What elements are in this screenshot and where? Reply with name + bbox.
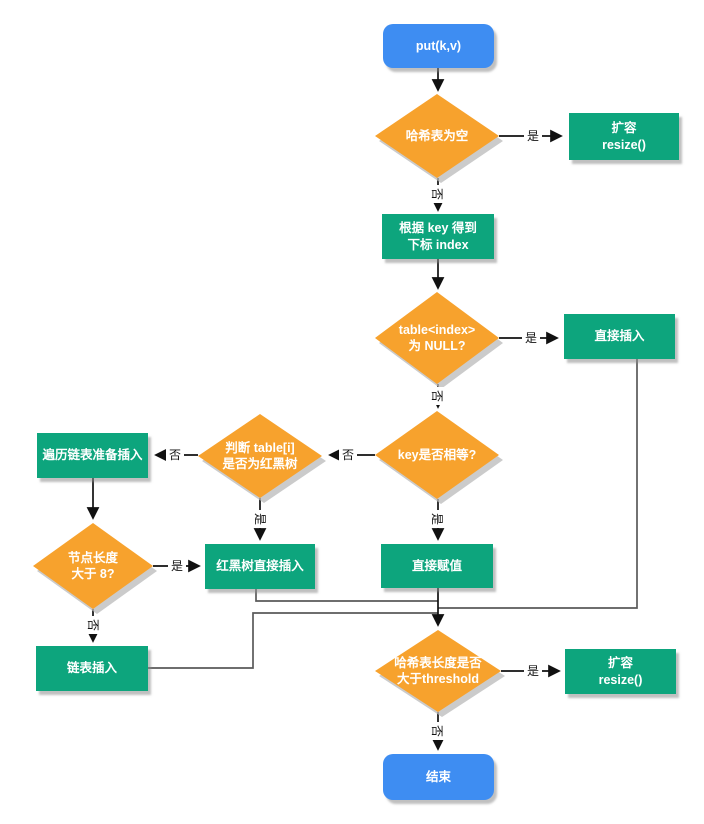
process-get-index-label: 根据 key 得到 下标 index bbox=[399, 221, 477, 252]
process-get-index: 根据 key 得到 下标 index bbox=[382, 214, 494, 259]
process-resize-bottom: 扩容 resize() bbox=[565, 649, 676, 694]
decision-hash-empty-label: 哈希表为空 bbox=[405, 128, 469, 143]
node-start-label: put(k,v) bbox=[415, 38, 462, 53]
node-start: put(k,v) bbox=[383, 24, 494, 68]
process-list-insert: 链表插入 bbox=[36, 646, 148, 691]
decision-is-red-black-tree-label: 判断 table[i] 是否为红黑树 bbox=[222, 440, 298, 472]
process-direct-insert-label: 直接插入 bbox=[594, 329, 645, 344]
edge-label-yes-empty-resize: 是 bbox=[524, 128, 542, 144]
process-rbt-insert-label: 红黑树直接插入 bbox=[216, 559, 304, 574]
process-list-insert-label: 链表插入 bbox=[66, 661, 117, 676]
process-direct-insert: 直接插入 bbox=[564, 314, 675, 359]
edge-label-no-keyequal-rbtcheck: 否 bbox=[339, 447, 357, 463]
process-rbt-insert: 红黑树直接插入 bbox=[205, 544, 315, 589]
decision-length-gt-8: 节点长度 大于 8? bbox=[33, 523, 157, 614]
route-lines bbox=[148, 359, 638, 669]
edge-label-yes-null-insert: 是 bbox=[522, 330, 540, 346]
edge-label-no-rbtcheck-traverse: 否 bbox=[166, 447, 184, 463]
edge-label-no-threshold-end: 否 bbox=[429, 722, 445, 740]
edge-label-yes-len8-rbtinsert: 是 bbox=[168, 558, 186, 574]
edge-label-yes-threshold-resize: 是 bbox=[524, 663, 542, 679]
decision-hash-empty: 哈希表为空 bbox=[375, 94, 503, 183]
process-resize-top-label: 扩容 resize() bbox=[602, 121, 646, 152]
process-direct-assign-label: 直接赋值 bbox=[411, 558, 462, 573]
edge-label-yes-rbtcheck-rbtinsert: 是 bbox=[252, 510, 268, 528]
process-traverse-list: 遍历链表准备插入 bbox=[37, 433, 148, 478]
decision-is-red-black-tree: 判断 table[i] 是否为红黑树 bbox=[198, 414, 326, 503]
node-end-label: 结束 bbox=[425, 769, 451, 784]
decision-table-null-label: table<index> 为 NULL? bbox=[398, 322, 476, 354]
process-resize-top: 扩容 resize() bbox=[569, 113, 679, 160]
decision-key-equal: key是否相等? bbox=[375, 411, 503, 504]
decision-length-gt-8-label: 节点长度 大于 8? bbox=[67, 550, 118, 582]
process-traverse-list-label: 遍历链表准备插入 bbox=[42, 448, 143, 463]
edge-label-yes-keyequal-assign: 是 bbox=[429, 510, 445, 528]
decision-gt-threshold: 哈希表长度是否 大于threshold bbox=[375, 630, 505, 717]
process-direct-assign: 直接赋值 bbox=[381, 544, 493, 588]
decision-key-equal-label: key是否相等? bbox=[397, 447, 477, 462]
decision-table-null: table<index> 为 NULL? bbox=[375, 292, 503, 389]
edge-label-no-len8-listinsert: 否 bbox=[85, 616, 101, 634]
decision-gt-threshold-label: 哈希表长度是否 大于threshold bbox=[394, 655, 482, 687]
edge-label-no-null-keyequal: 否 bbox=[429, 387, 445, 405]
edge-label-no-empty-index: 否 bbox=[429, 185, 445, 203]
node-end: 结束 bbox=[383, 754, 494, 800]
process-resize-bottom-label: 扩容 resize() bbox=[598, 656, 643, 687]
